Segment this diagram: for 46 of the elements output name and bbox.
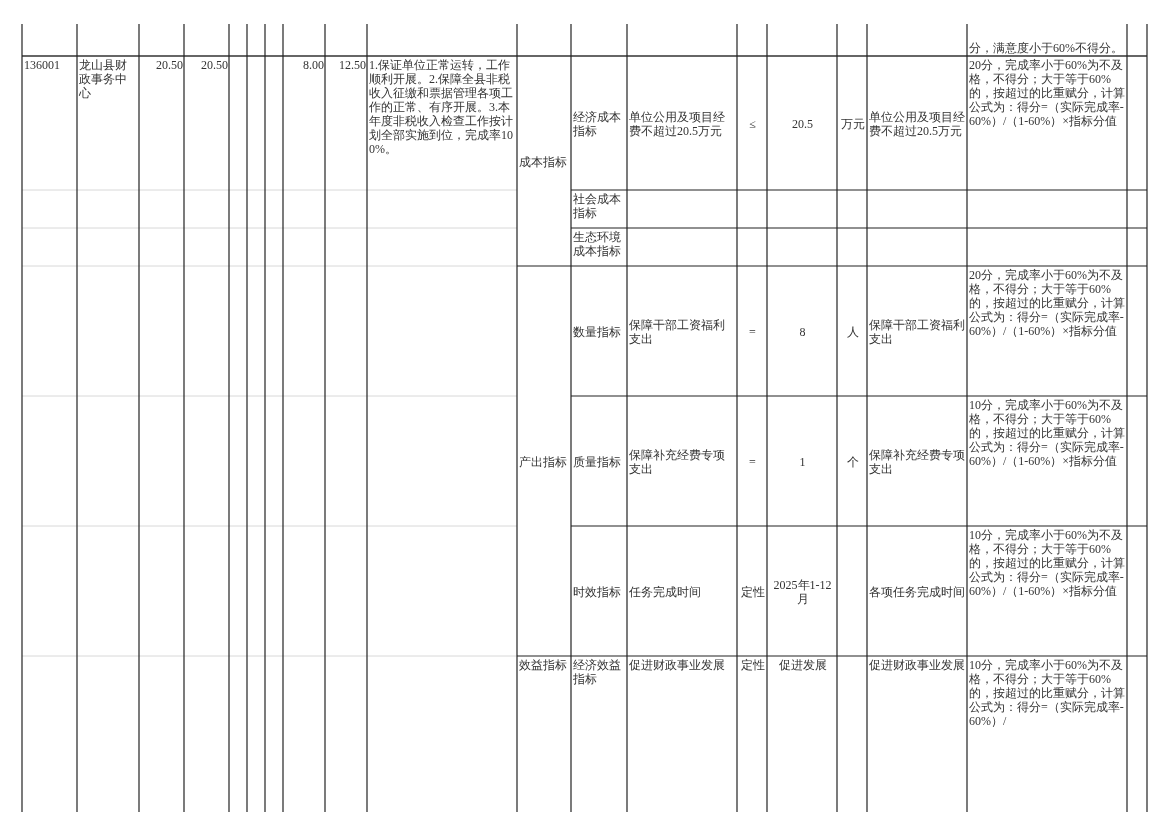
scoring-rule: 10分，完成率小于60%为不及格，不得分；大于等于60%的，按超过的比重赋分，计算公式为：得分=（实际完成率-60%）/	[969, 658, 1126, 728]
indicator-name: 经济成本指标	[573, 109, 622, 138]
indicator-category: 产出指标	[519, 454, 567, 469]
indicator-name: 社会成本指标	[573, 192, 622, 220]
indicator-category: 成本指标	[519, 154, 567, 169]
target-value: 2025年1-12月	[772, 577, 833, 606]
amount: 20.50	[201, 58, 228, 72]
scoring-rule: 10分，完成率小于60%为不及格，不得分；大于等于60%的，按超过的比重赋分，计算公式为：得分=（实际完成率-60%）/（1-60%）×指标分值	[969, 528, 1126, 598]
scoring-rule: 20分，完成率小于60%为不及格，不得分；大于等于60%的，按超过的比重赋分，计算公式为：得分=（实际完成率-60%）/（1-60%）×指标分值	[969, 268, 1126, 338]
target-value: 8	[799, 324, 806, 339]
target-value: 20.5	[792, 116, 813, 131]
evaluation-standard: 保障补充经费专项支出	[869, 447, 966, 476]
scoring-rule: 分，满意度小于60%不得分。	[969, 41, 1123, 55]
indicator-category: 效益指标	[519, 658, 567, 672]
indicator-content: 促进财政事业发展	[629, 658, 725, 672]
amount: 12.50	[339, 58, 366, 72]
measure-unit: 人	[846, 324, 859, 339]
evaluation-standard: 单位公用及项目经费不超过20.5万元	[869, 109, 966, 138]
operator: ≤	[749, 116, 756, 131]
indicator-name: 经济效益指标	[573, 658, 622, 686]
indicator-name: 时效指标	[573, 584, 621, 599]
target-value: 1	[799, 454, 806, 469]
indicator-content: 任务完成时间	[629, 584, 701, 599]
amount: 8.00	[303, 58, 324, 72]
measure-unit: 个	[846, 454, 859, 469]
unit-name: 龙山县财政事务中心	[79, 58, 128, 100]
evaluation-standard: 各项任务完成时间	[869, 584, 965, 599]
operator: 定性	[740, 584, 765, 599]
evaluation-standard: 促进财政事业发展	[869, 658, 965, 672]
operator: =	[749, 454, 756, 469]
measure-unit: 万元	[840, 116, 865, 131]
goal-text: 1.保证单位正常运转，工作顺利开展。2.保障全县非税收入征缴和票据管理各项工作的正常、有序开展。3.本年度非税收入检查工作按计划全部实施到位，完成率100%。	[369, 58, 514, 156]
indicator-content: 保障干部工资福利支出	[629, 317, 726, 346]
evaluation-standard: 保障干部工资福利支出	[869, 317, 966, 346]
indicator-name: 质量指标	[573, 454, 621, 469]
operator: =	[749, 324, 756, 339]
operator: 定性	[740, 658, 765, 672]
indicator-content: 保障补充经费专项支出	[629, 447, 726, 476]
unit-code: 136001	[24, 58, 60, 72]
indicator-content: 单位公用及项目经费不超过20.5万元	[629, 109, 726, 138]
scoring-rule: 10分，完成率小于60%为不及格，不得分；大于等于60%的，按超过的比重赋分，计算公式为：得分=（实际完成率-60%）/（1-60%）×指标分值	[969, 398, 1126, 468]
scoring-rule: 20分，完成率小于60%为不及格，不得分；大于等于60%的，按超过的比重赋分，计算公式为：得分=（实际完成率-60%）/（1-60%）×指标分值	[969, 58, 1126, 128]
indicator-name: 数量指标	[573, 324, 621, 339]
amount: 20.50	[156, 58, 183, 72]
indicator-name: 生态环境成本指标	[573, 230, 622, 258]
target-value: 促进发展	[778, 658, 827, 672]
